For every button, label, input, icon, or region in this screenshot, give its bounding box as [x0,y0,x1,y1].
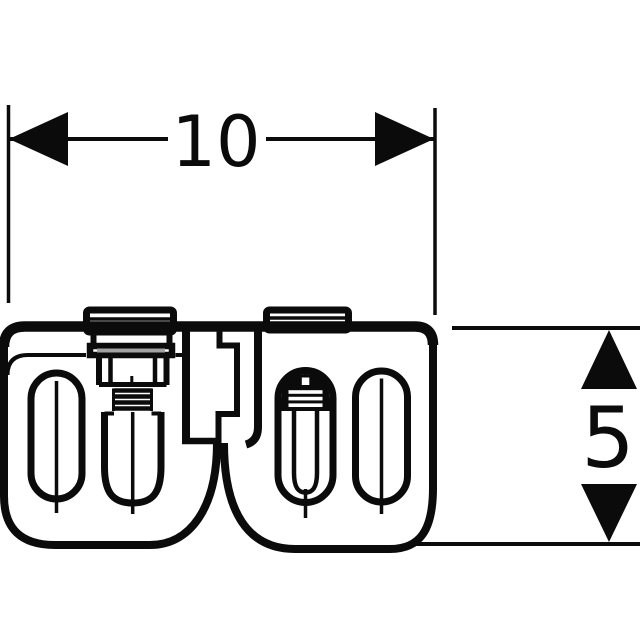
dome-thread-gap [288,390,323,394]
arrow-up-icon [581,330,637,389]
clip-profile [215,329,240,441]
center-clip [182,327,262,449]
threaded-cartridge [274,367,337,518]
height-dimension: 5 [416,326,640,546]
width-dimension-label: 10 [171,101,260,183]
dome-top-notch [301,377,310,385]
height-dimension-label: 5 [581,389,634,487]
left-oval-cartridge [27,369,86,513]
clip-right-wall [244,327,262,449]
arrow-down-icon [581,484,637,542]
arrow-left-icon [9,112,68,166]
screw-threads-left [112,388,153,411]
top-bar [0,321,439,348]
width-dimension: 10 [6,101,437,315]
product-body [0,306,439,553]
dome-thread-gap [288,396,323,401]
left-chamber-outline [0,338,221,549]
right-chamber-outline [220,338,437,553]
right-oval-cartridge [352,367,411,514]
push-button-assembly [86,332,176,514]
dome-thread-gap [288,403,323,407]
left-chamber-inner-line [5,353,86,376]
arrow-right-icon [375,112,434,166]
